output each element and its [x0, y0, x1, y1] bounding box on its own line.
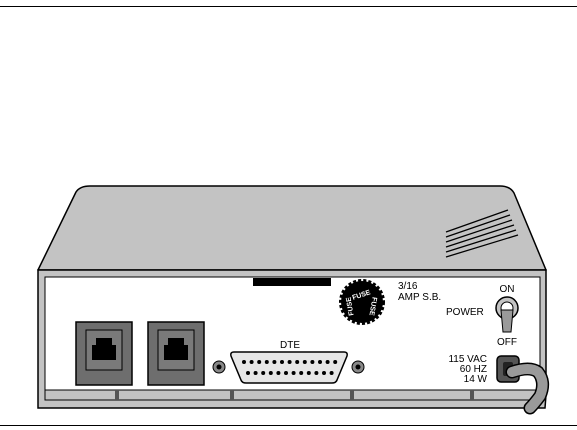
- dte-pin: [325, 360, 330, 364]
- dte-pin: [242, 360, 246, 364]
- power-cord: [505, 362, 550, 415]
- dte-pin: [276, 371, 281, 375]
- fuse-holder: FUSE FUSE FUSE: [339, 279, 385, 325]
- phone-jack-left: [75, 321, 133, 386]
- label-plate: [253, 278, 331, 286]
- dte-pin: [268, 371, 273, 375]
- dte-pin: [318, 360, 322, 364]
- power-rating-line2: 60 HZ: [460, 364, 487, 375]
- power-label: POWER: [446, 307, 484, 318]
- dte-pin: [322, 371, 326, 375]
- power-rating-line3: 14 W: [464, 374, 488, 385]
- dte-label: DTE: [280, 340, 300, 351]
- dte-pin: [284, 371, 288, 375]
- dte-pin: [291, 371, 296, 375]
- dte-connector: [212, 351, 365, 384]
- phone-jack-right: [147, 321, 205, 386]
- fuse-rating-line1: 3/16: [398, 281, 418, 292]
- fuse-text-left: FUSE: [345, 296, 355, 316]
- dte-pin: [310, 360, 315, 364]
- switch-on-label: ON: [500, 284, 515, 295]
- dte-pin: [253, 371, 258, 375]
- case-top: [37, 185, 547, 271]
- dte-pin: [264, 360, 269, 364]
- vent-slots: [445, 209, 519, 258]
- dte-pin: [246, 371, 250, 375]
- fuse-text-right: FUSE: [367, 296, 377, 316]
- power-rating-line1: 115 VAC: [448, 354, 487, 365]
- dte-pin: [299, 371, 304, 375]
- power-toggle-switch: [495, 296, 519, 333]
- dte-pin: [314, 371, 319, 375]
- dte-pin: [333, 360, 338, 364]
- dte-pin: [280, 360, 284, 364]
- dte-pin: [287, 360, 292, 364]
- dte-pin: [257, 360, 262, 364]
- dte-pin: [302, 360, 307, 364]
- dte-pin: [272, 360, 277, 364]
- dte-pin: [306, 371, 311, 375]
- dte-pin: [295, 360, 300, 364]
- fuse-rating-line2: AMP S.B.: [398, 292, 441, 303]
- panel-base-strip: [44, 389, 541, 401]
- dte-pin: [249, 360, 254, 364]
- strip-dividers: [115, 390, 474, 400]
- dte-pin: [261, 371, 266, 375]
- switch-off-label: OFF: [497, 337, 517, 348]
- dte-pin: [329, 371, 334, 375]
